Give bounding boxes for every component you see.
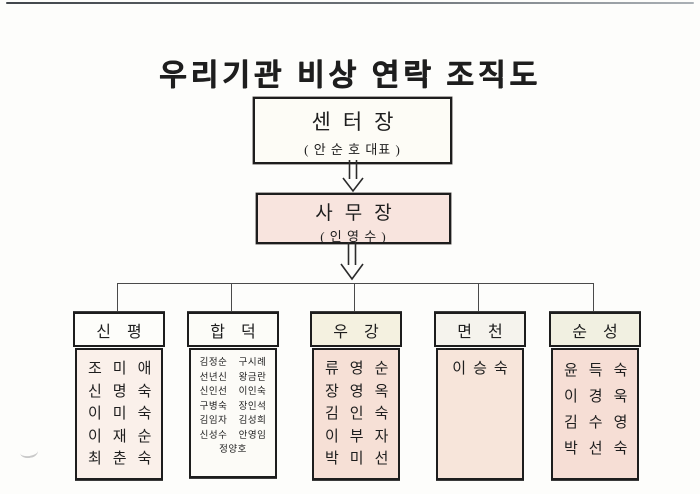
- office-manager-name: ( 인 영 수 ): [320, 229, 387, 244]
- member-name: 이경욱: [564, 389, 639, 405]
- down-arrow-icon: [342, 160, 364, 193]
- member-name: 윤득숙: [564, 363, 639, 379]
- member-name: 김성희: [238, 416, 267, 426]
- branch-header-hapdeok: 합덕: [187, 312, 279, 347]
- member-name: 조미애: [88, 361, 163, 377]
- branch-members-myeoncheon: 이승숙: [436, 348, 524, 480]
- member-name: 이미숙: [88, 406, 163, 422]
- connector-vertical-line: [593, 284, 594, 312]
- member-name: 구병숙: [199, 401, 228, 412]
- branch-header-myeoncheon: 면천: [434, 312, 526, 347]
- member-name: 신명숙: [88, 383, 163, 400]
- member-name: 왕금란: [238, 372, 267, 383]
- member-name: 이인숙: [238, 387, 267, 397]
- center-director-box: 센터장 ( 안 순 호 대표 ): [253, 97, 452, 164]
- connector-vertical-line: [478, 284, 479, 312]
- member-name: 류영순: [325, 361, 400, 377]
- member-name: 선년신: [199, 372, 228, 383]
- member-name: 이부자: [325, 428, 400, 445]
- member-name: 김수영: [564, 415, 639, 431]
- scan-artifact-mark: [19, 444, 39, 460]
- member-name: 안영임: [238, 430, 267, 441]
- member-name: 최춘숙: [88, 451, 163, 467]
- member-name: 이재순: [88, 428, 163, 445]
- page-title: 우리기관 비상 연락 조직도: [158, 59, 542, 92]
- member-name: 박선숙: [564, 441, 639, 457]
- center-director-title: 센터장: [311, 110, 406, 134]
- branch-header-sinpyeong: 신평: [73, 312, 165, 347]
- member-name: 장인석: [238, 401, 267, 412]
- branch-header-sunseong: 순성: [549, 312, 641, 347]
- member-name: 신인선: [199, 387, 228, 397]
- connector-vertical-line: [354, 284, 355, 312]
- scan-artifact-top-line: [6, 2, 694, 4]
- branch-label: 우강: [333, 323, 395, 341]
- member-name: 정양호: [219, 445, 247, 455]
- member-name: 장영옥: [325, 383, 400, 400]
- office-manager-title: 사무장: [315, 203, 404, 224]
- member-name: 박미선: [325, 451, 400, 467]
- branch-label: 합덕: [210, 323, 272, 341]
- member-name: 김임자: [199, 416, 228, 426]
- branch-label: 면천: [457, 323, 519, 341]
- office-manager-box: 사무장 ( 인 영 수 ): [256, 193, 451, 244]
- connector-vertical-line: [117, 284, 118, 312]
- member-name: 이승숙: [452, 361, 515, 377]
- down-arrow-icon: [340, 242, 364, 281]
- member-name: 김정순: [199, 358, 228, 368]
- connector-vertical-line: [231, 284, 232, 312]
- branch-label: 순성: [572, 323, 634, 341]
- center-director-name: ( 안 순 호 대표 ): [304, 142, 401, 157]
- member-name: 구시례: [238, 358, 267, 368]
- branch-header-ugang: 우강: [310, 312, 402, 347]
- branch-label: 신평: [96, 323, 158, 341]
- member-name: 김인숙: [325, 406, 400, 422]
- member-name: 신성수: [199, 430, 228, 441]
- connector-horizontal-line: [117, 283, 594, 284]
